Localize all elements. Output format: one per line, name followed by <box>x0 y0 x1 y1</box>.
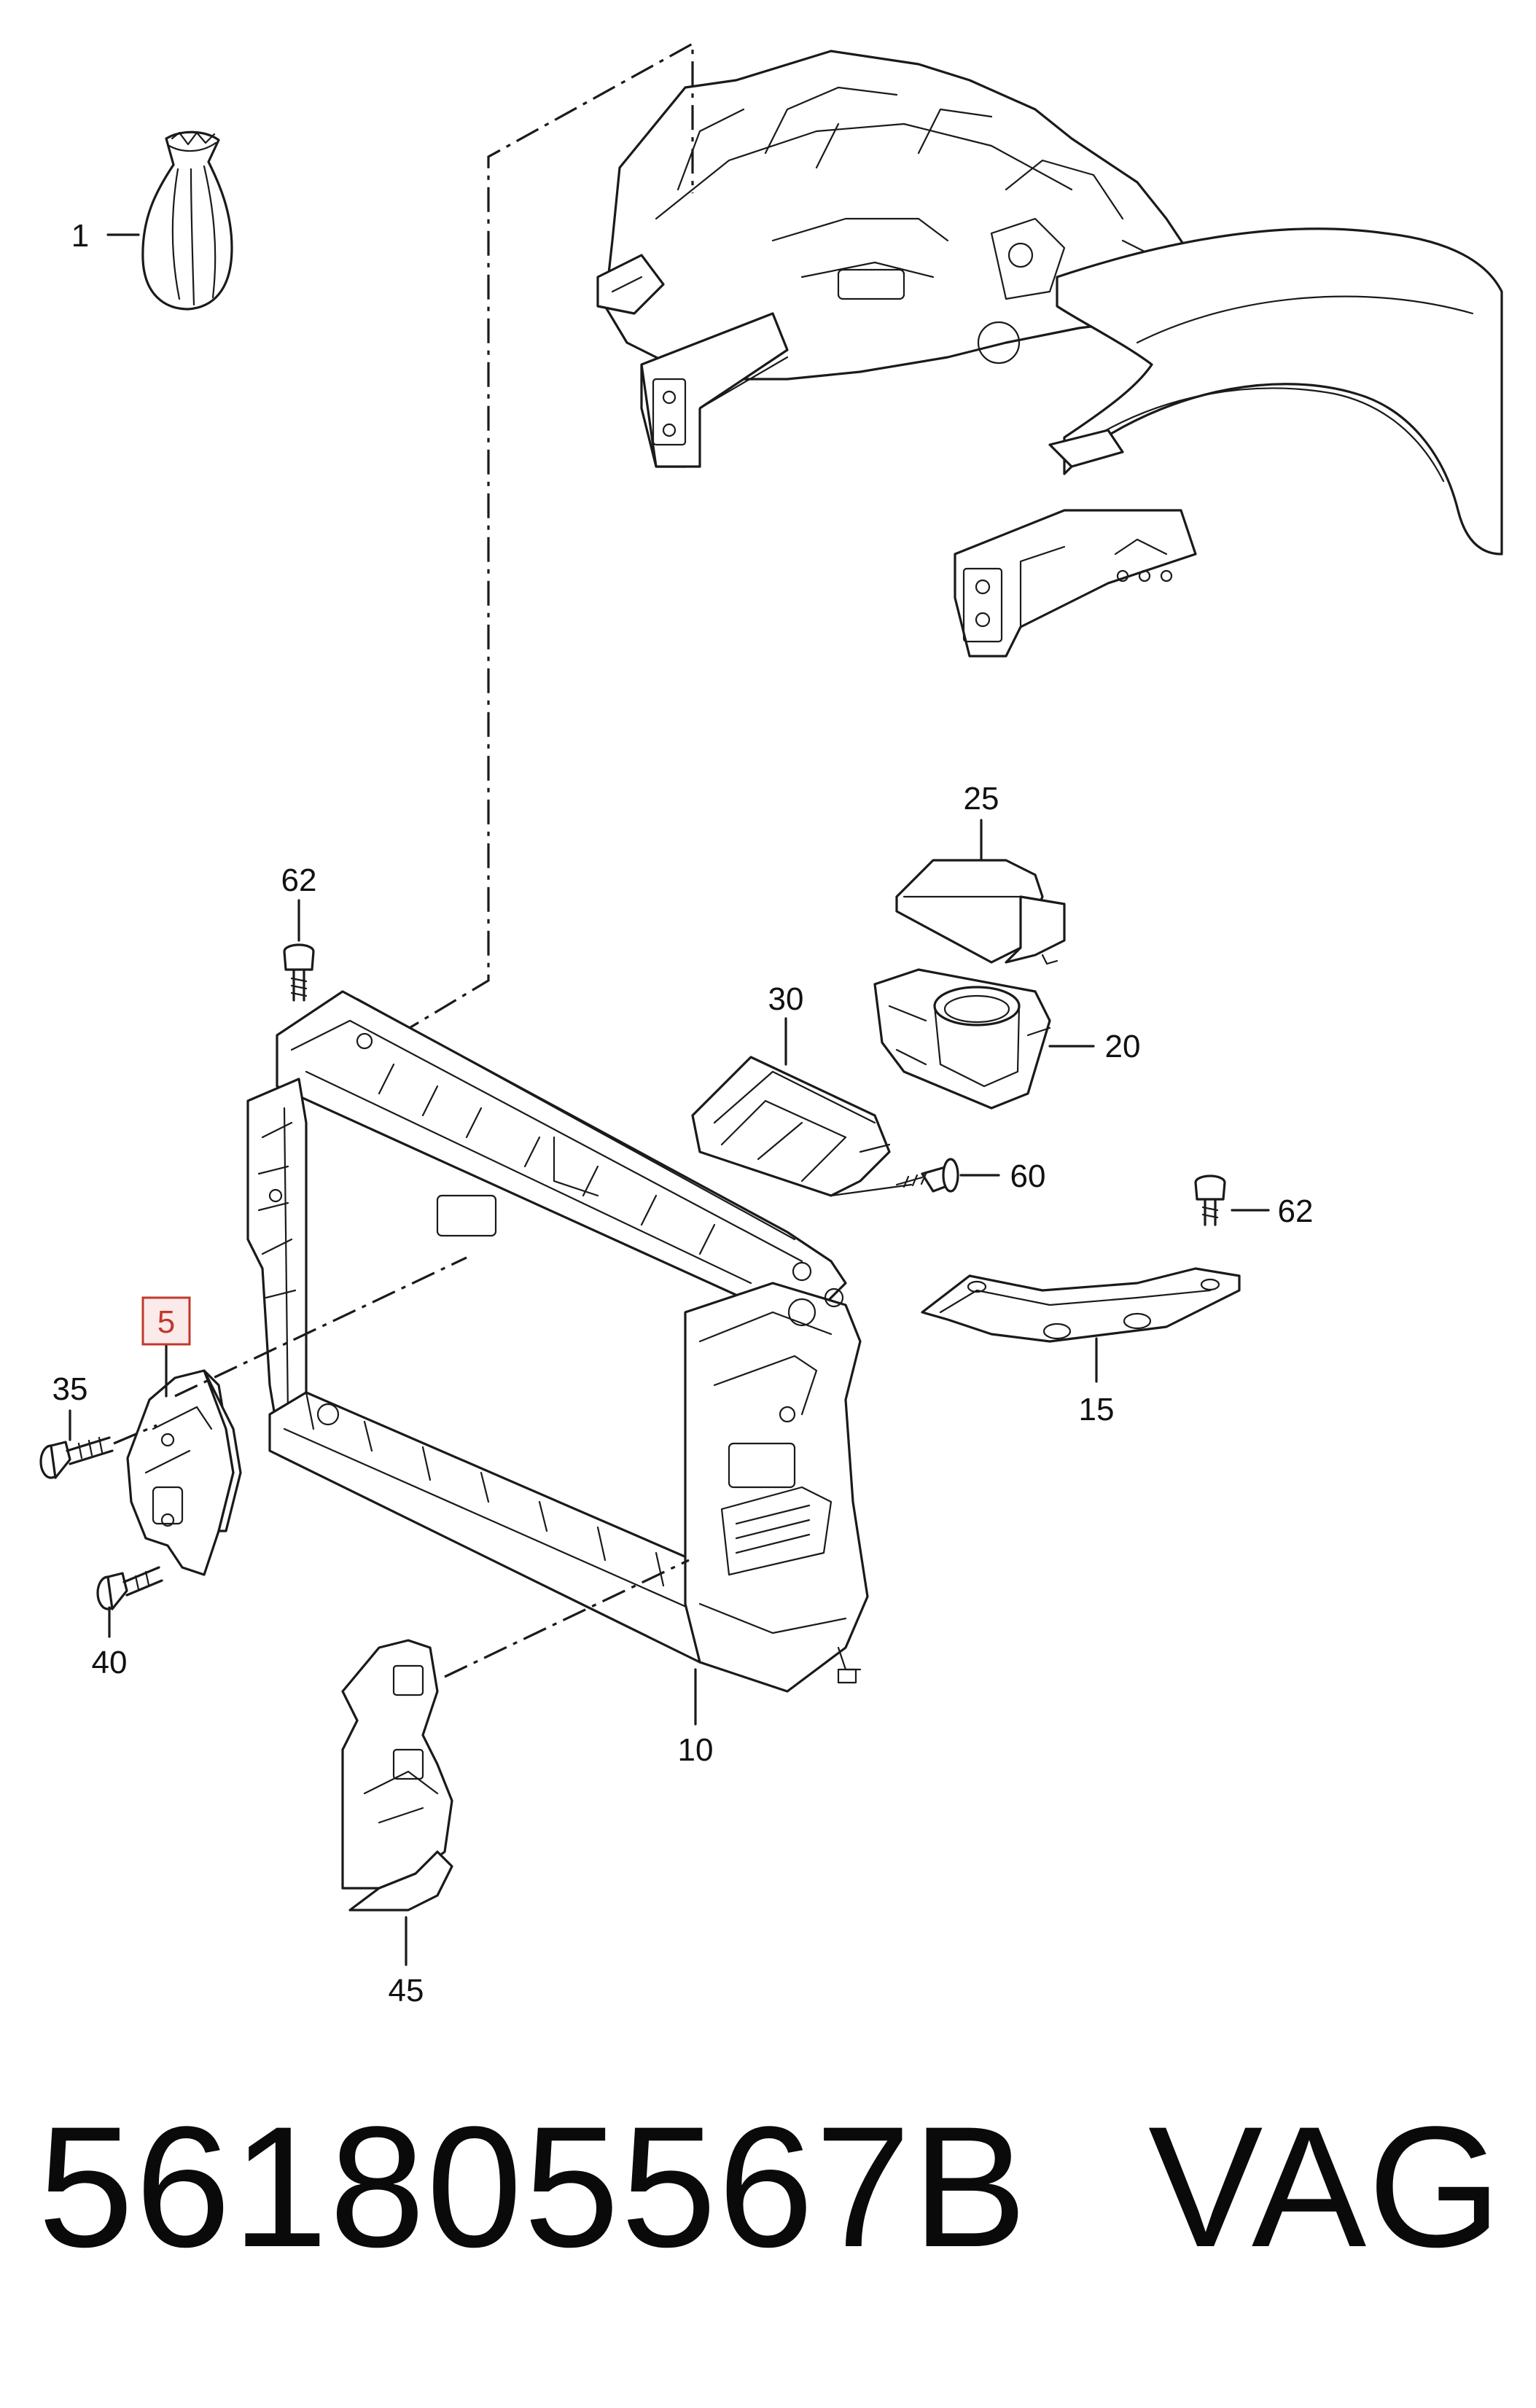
bolt-35-part <box>39 1436 114 1479</box>
callout-45: 45 <box>389 1973 424 2008</box>
callout-62-upper: 62 <box>281 862 317 898</box>
air-intake-duct-part <box>873 968 1051 1110</box>
callout-5-highlight-box <box>141 1296 191 1346</box>
callout-5: 5 <box>157 1304 175 1340</box>
callout-15: 15 <box>1079 1392 1115 1427</box>
callout-25: 25 <box>964 781 999 817</box>
protective-bag-part <box>141 130 233 311</box>
assembly-line-body <box>397 42 694 1037</box>
assembly-line-35 <box>113 1424 157 1445</box>
side-member-bracket-part <box>126 1369 242 1576</box>
callout-60: 60 <box>1010 1158 1046 1194</box>
brand-name: VAG <box>1148 2091 1503 2283</box>
assembly-line-45 <box>444 1559 690 1678</box>
lock-carrier-front-module-part <box>246 990 869 1693</box>
callout-62-right: 62 <box>1278 1193 1314 1229</box>
upper-air-guide-part <box>895 859 1066 965</box>
callout-5-highlight: 5 <box>141 1296 191 1346</box>
screw-60-part <box>895 1158 959 1193</box>
callout-20: 20 <box>1105 1029 1141 1064</box>
part-number: 561805567B <box>38 2091 1029 2283</box>
callout-35: 35 <box>52 1371 88 1407</box>
lower-air-guide-part <box>341 1639 453 1912</box>
grille-air-guide-part <box>691 1056 891 1197</box>
cross-member-bracket-part <box>921 1267 1241 1343</box>
callout-10: 10 <box>678 1732 714 1768</box>
callout-40: 40 <box>92 1645 128 1680</box>
bolt-40-part <box>96 1566 163 1610</box>
callout-1: 1 <box>71 218 89 254</box>
bolt-62-upper-part <box>283 943 315 1002</box>
bolt-62-right-part <box>1194 1174 1226 1226</box>
callout-30: 30 <box>768 981 804 1017</box>
vehicle-body-front-structure <box>596 50 1503 658</box>
connector-30-60 <box>830 1183 913 1197</box>
assembly-line-5 <box>174 1256 467 1398</box>
